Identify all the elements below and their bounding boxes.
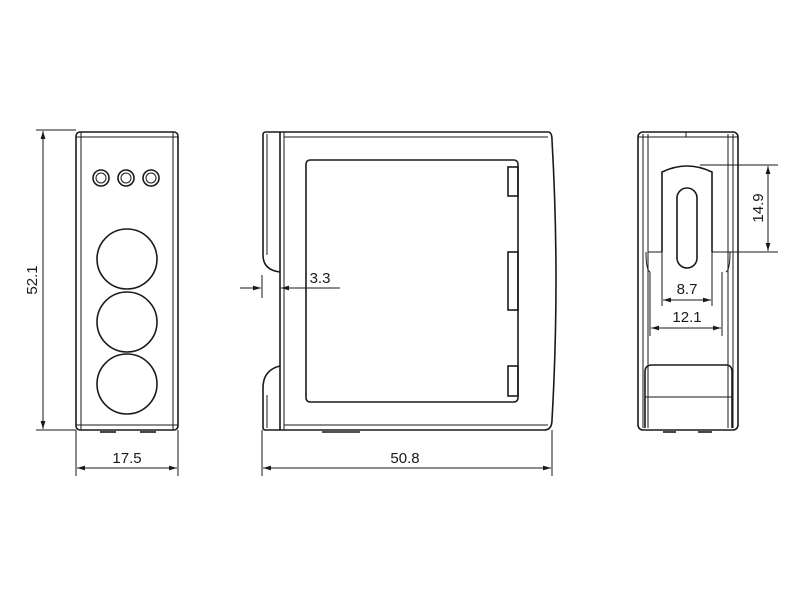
slot-width-dimension: 8.7: [677, 281, 698, 298]
led-indicators: [92, 169, 160, 187]
back-view: 14.9 8.7 12.1: [637, 131, 778, 433]
mounting-clip: [661, 165, 713, 252]
clip-width-dimension: 12.1: [672, 309, 701, 326]
offset-dimension: 3.3: [310, 270, 331, 287]
width-dimension: 17.5: [112, 450, 141, 467]
length-dimension: 50.8: [390, 450, 419, 467]
slot: [676, 187, 698, 269]
button-circle: [96, 353, 158, 415]
button-circle: [96, 291, 158, 353]
height-dimension: 52.1: [24, 265, 41, 294]
window: [305, 159, 519, 403]
front-view: 52.1 17.5: [24, 129, 179, 476]
clip-height-dimension: 14.9: [750, 193, 767, 222]
side-view: 3.3 50.8: [240, 131, 557, 476]
button-circle: [96, 228, 158, 290]
